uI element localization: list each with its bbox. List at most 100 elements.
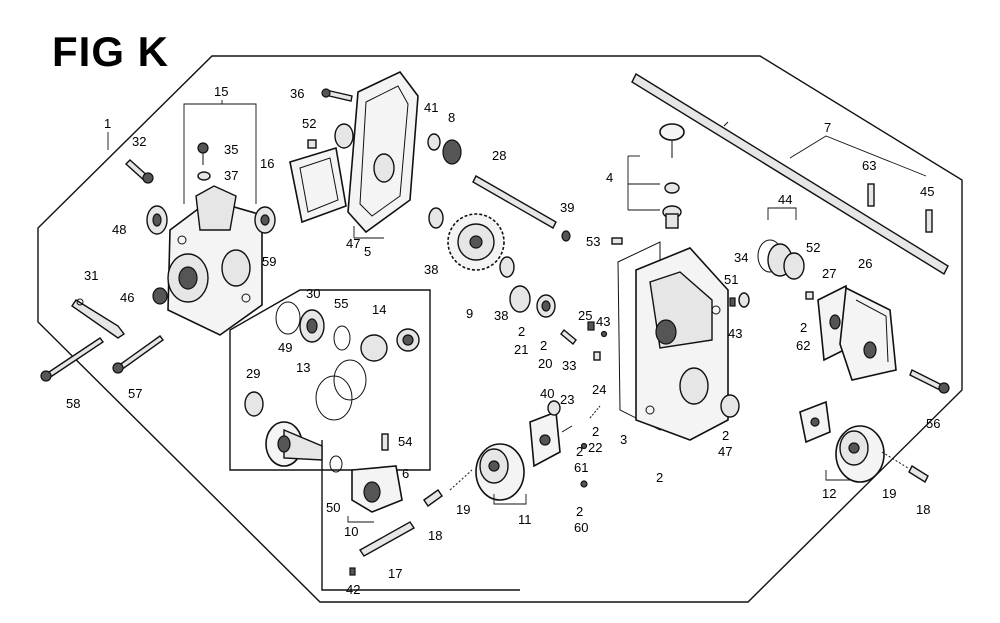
- clip-55: [333, 325, 351, 351]
- callout-labels: 1 15 32 35 37 48 59 46 31 58 57 36 52 16…: [66, 84, 940, 597]
- label-40: 40: [540, 386, 554, 401]
- label-10: 10: [344, 524, 358, 539]
- label-45: 45: [920, 184, 934, 199]
- label-26: 26: [858, 256, 872, 271]
- label-38a: 38: [424, 262, 438, 277]
- label-2g: 2: [722, 428, 729, 443]
- label-43a: 43: [596, 314, 610, 329]
- label-51: 51: [724, 272, 738, 287]
- label-37: 37: [224, 168, 238, 183]
- gear-8: [442, 139, 462, 165]
- bolt-33: [560, 328, 577, 346]
- label-11: 11: [518, 512, 532, 527]
- label-46: 46: [120, 290, 134, 305]
- arm-6: [351, 465, 403, 513]
- rotor-11: [475, 443, 525, 501]
- label-57: 57: [128, 386, 142, 401]
- clip-43a: [600, 330, 608, 338]
- seal-40: [547, 400, 561, 416]
- label-18b: 18: [916, 502, 930, 517]
- label-19b: 19: [882, 486, 896, 501]
- label-38b: 38: [494, 308, 508, 323]
- label-28: 28: [492, 148, 506, 163]
- pin-23: [561, 425, 573, 433]
- label-1: 1: [104, 116, 111, 131]
- shaft-17: [358, 521, 416, 557]
- label-16: 16: [260, 156, 274, 171]
- seal-47b: [720, 394, 740, 418]
- label-63: 63: [862, 158, 876, 173]
- leader-lines: [107, 100, 927, 523]
- case-3-gasket: [617, 241, 661, 431]
- clip-39: [561, 230, 571, 242]
- label-8: 8: [448, 110, 455, 125]
- label-12: 12: [822, 486, 836, 501]
- label-9: 9: [466, 306, 473, 321]
- label-62: 62: [796, 338, 810, 353]
- gasket-5: [347, 70, 419, 234]
- label-18a: 18: [428, 528, 442, 543]
- label-32: 32: [132, 134, 146, 149]
- label-53: 53: [586, 234, 600, 249]
- bolt-36: [321, 88, 353, 102]
- bolt-35: [197, 142, 209, 165]
- bolt-32: [124, 159, 154, 184]
- bolt-56: [909, 369, 950, 394]
- gasket-16: [289, 146, 347, 224]
- seal-47: [334, 123, 354, 149]
- washer-37: [197, 171, 211, 181]
- pin-54: [381, 433, 389, 451]
- label-5: 5: [364, 244, 371, 259]
- label-22: 22: [588, 440, 602, 455]
- bearing-30: [299, 309, 325, 343]
- left-cover-assembly: [167, 185, 263, 336]
- label-59: 59: [262, 254, 276, 269]
- label-56: 56: [926, 416, 940, 431]
- label-47a: 47: [346, 236, 360, 251]
- label-3: 3: [620, 432, 627, 447]
- label-2h: 2: [800, 320, 807, 335]
- pin-42: [349, 567, 356, 576]
- lower-subgroup-outline: [321, 440, 520, 591]
- seal-59: [254, 206, 276, 234]
- label-43b: 43: [728, 326, 742, 341]
- label-36: 36: [290, 86, 304, 101]
- pin-52b: [805, 291, 814, 300]
- pin-24: [593, 351, 601, 361]
- label-7: 7: [824, 120, 831, 135]
- valve-4: [662, 182, 682, 229]
- label-29: 29: [246, 366, 260, 381]
- label-25: 25: [578, 308, 592, 323]
- label-30: 30: [306, 286, 320, 301]
- pin-51: [729, 297, 736, 307]
- bearing-21: [509, 285, 531, 313]
- label-44: 44: [778, 192, 792, 207]
- washer-41: [427, 133, 441, 151]
- case-2: [635, 247, 729, 441]
- bolt-57: [112, 335, 164, 374]
- label-52b: 52: [806, 240, 820, 255]
- spring-19b: [881, 451, 909, 469]
- label-2a: 2: [518, 324, 525, 339]
- label-2d: 2: [576, 444, 583, 459]
- bolt-58: [40, 337, 105, 382]
- label-21: 21: [514, 342, 528, 357]
- seal-48: [146, 205, 168, 235]
- plug-25: [587, 321, 595, 331]
- label-47b: 47: [718, 444, 732, 459]
- washer-38a: [428, 207, 444, 229]
- pin-63: [867, 183, 875, 207]
- label-2f: 2: [656, 470, 663, 485]
- label-54: 54: [398, 434, 412, 449]
- label-13: 13: [296, 360, 310, 375]
- clip-50: [329, 455, 343, 473]
- label-33: 33: [562, 358, 576, 373]
- label-49: 49: [278, 340, 292, 355]
- label-4: 4: [606, 170, 613, 185]
- washer-38b: [499, 256, 515, 278]
- label-34: 34: [734, 250, 748, 265]
- label-6: 6: [402, 466, 409, 481]
- spring-22: [589, 405, 601, 419]
- pin-52: [307, 139, 317, 149]
